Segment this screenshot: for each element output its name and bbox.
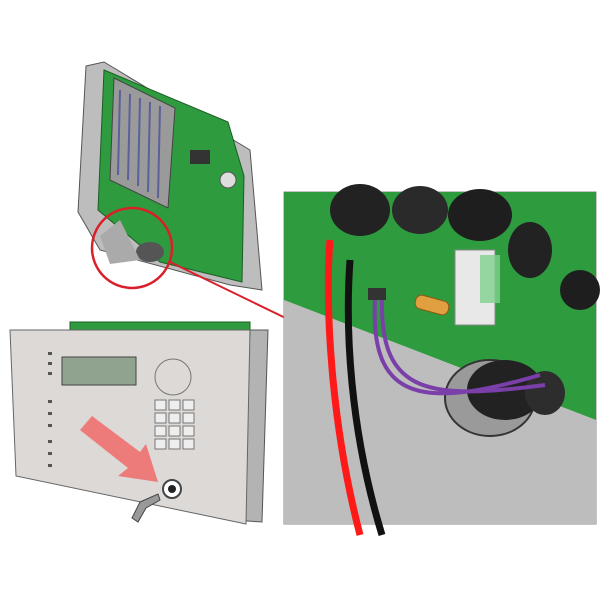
- wire-red: [324, 239, 364, 536]
- wire-black: [344, 259, 386, 537]
- arrow-icon: [80, 416, 158, 482]
- callout-line: [169, 261, 301, 326]
- callout-circle: [90, 206, 174, 290]
- zoomed-detail: [283, 184, 600, 537]
- key-icon: [131, 493, 161, 523]
- wire-purple: [372, 299, 546, 396]
- chassis-with-pcb: [77, 61, 263, 291]
- front-panel: [9, 321, 269, 525]
